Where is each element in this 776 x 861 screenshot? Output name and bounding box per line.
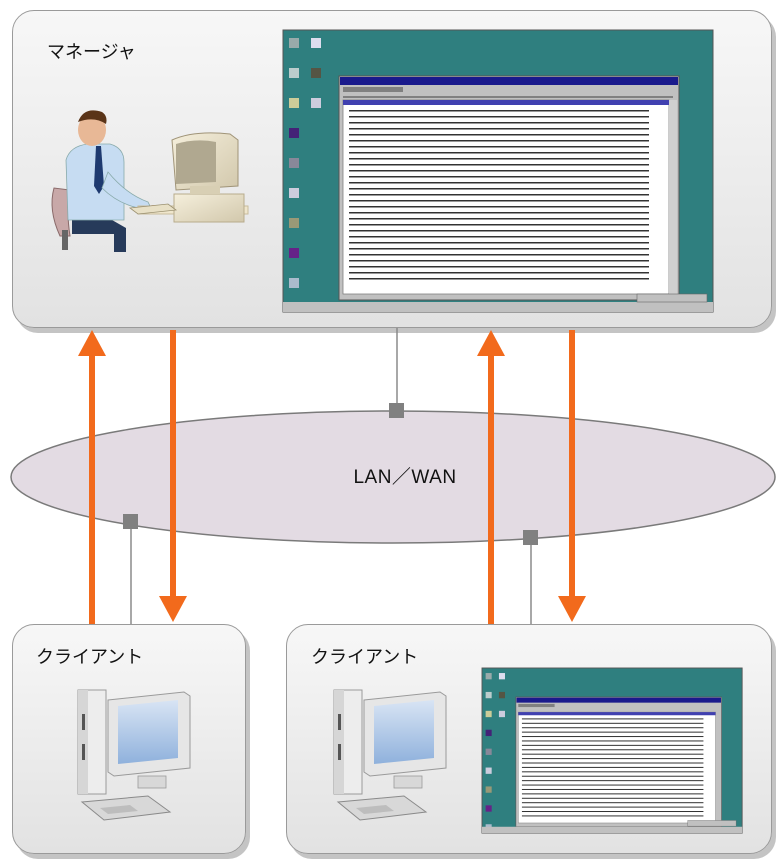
client-left-pc-icon <box>77 689 191 821</box>
arrow-left-down <box>159 330 187 622</box>
arrow-left-up <box>78 330 106 624</box>
manager-title: マネージャ <box>47 42 136 63</box>
client-right-pc-icon <box>333 689 447 821</box>
network-node-manager <box>389 403 404 418</box>
network-node-client-right <box>523 530 538 545</box>
arrow-right-up <box>477 330 505 624</box>
arrow-right-down <box>558 330 586 622</box>
client-left-title: クライアント <box>36 647 144 668</box>
connector-lines <box>130 328 532 624</box>
manager-screenshot <box>282 29 714 313</box>
client-right-title: クライアント <box>311 647 419 668</box>
manager-person-icon <box>51 110 249 252</box>
network-node-client-left <box>123 514 138 529</box>
network-label: LAN／WAN <box>353 467 457 488</box>
client-screenshot <box>481 667 743 834</box>
